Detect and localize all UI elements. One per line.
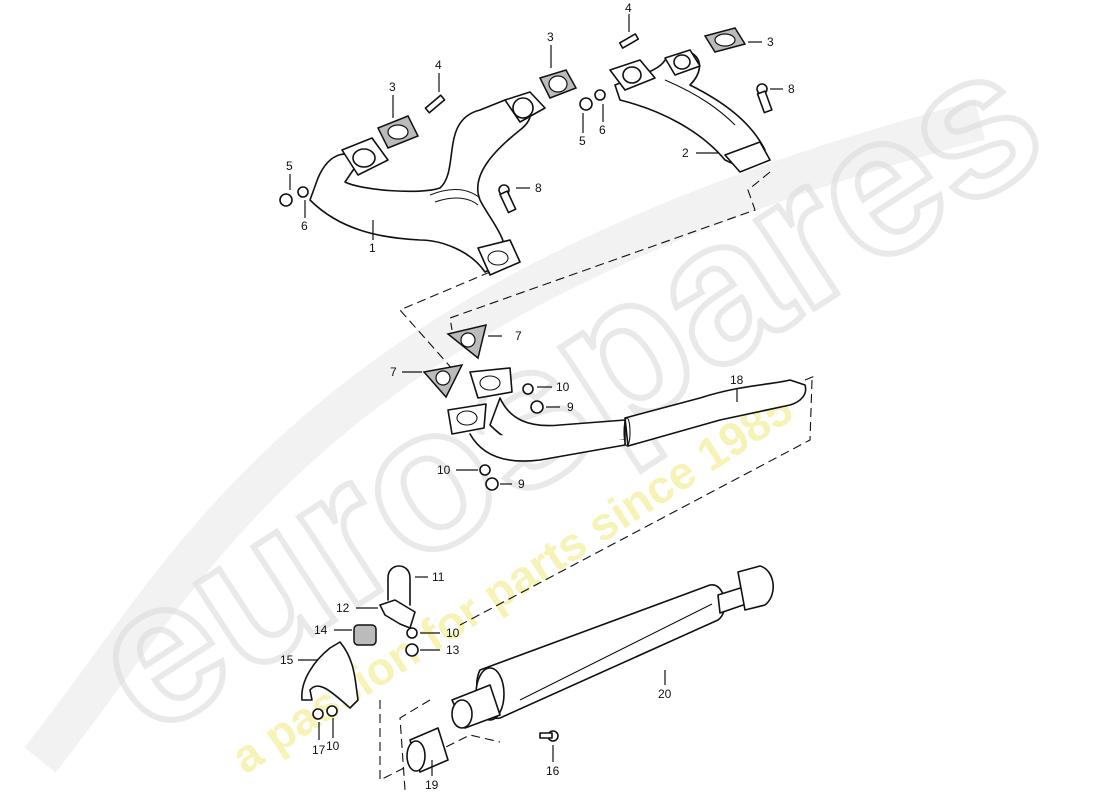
washer-6a	[297, 186, 309, 198]
callout-10c: 10	[446, 626, 460, 640]
callout-17: 17	[312, 743, 326, 757]
callout-9a: 9	[567, 400, 574, 414]
washer-6b	[594, 89, 606, 101]
callouts: 1 2 3 3 3 4 4 5 5 6 6 7 7 8 8 9 9 10	[280, 1, 795, 792]
callout-3a: 3	[389, 80, 396, 94]
callout-6b: 6	[599, 123, 606, 137]
callout-4b: 4	[625, 1, 632, 15]
stud-4a	[424, 94, 446, 114]
callout-12: 12	[336, 601, 350, 615]
callout-5b: 5	[579, 134, 586, 148]
bolt-16	[539, 730, 559, 742]
callout-20: 20	[658, 687, 672, 701]
bolt-8a	[498, 184, 517, 214]
gasket-7a	[446, 323, 488, 360]
gasket-3a	[376, 115, 420, 149]
callout-15: 15	[280, 653, 294, 667]
callout-1: 1	[369, 241, 376, 255]
callout-11: 11	[432, 570, 445, 584]
right-exhaust-manifold	[609, 49, 771, 173]
nut-9b	[485, 477, 499, 491]
washer-10b	[479, 464, 491, 476]
nut-5b	[579, 97, 593, 111]
bolt-8b	[756, 83, 773, 114]
nut-9a	[530, 400, 544, 414]
gasket-3b	[538, 69, 578, 99]
left-exhaust-manifold	[309, 91, 546, 276]
callout-10a: 10	[556, 380, 570, 394]
washer-10a	[522, 383, 534, 395]
tail-pipe-19	[406, 727, 449, 773]
silencer-20	[451, 565, 774, 729]
callout-10d: 10	[326, 739, 340, 753]
callout-10b: 10	[437, 463, 451, 477]
u-bolt-11	[387, 565, 411, 606]
callout-18: 18	[730, 373, 744, 387]
callout-9b: 9	[518, 477, 525, 491]
callout-7a: 7	[515, 329, 522, 343]
bracket-15	[301, 641, 359, 709]
callout-16: 16	[546, 764, 560, 778]
nut-13	[405, 643, 419, 657]
washer-10c	[406, 627, 418, 639]
stud-4b	[618, 33, 640, 49]
callout-7b: 7	[390, 365, 397, 379]
front-pipe-18	[447, 367, 807, 462]
callout-13: 13	[446, 643, 460, 657]
gasket-3c	[703, 27, 747, 53]
callout-4a: 4	[435, 58, 442, 72]
nut-17	[312, 708, 324, 720]
callout-8a: 8	[535, 181, 542, 195]
callout-6a: 6	[301, 219, 308, 233]
callout-8b: 8	[788, 82, 795, 96]
callout-3b: 3	[547, 30, 554, 44]
washer-10d	[326, 705, 338, 717]
rubber-mount-14	[353, 624, 377, 646]
callout-3c: 3	[767, 35, 774, 49]
nut-5a	[279, 193, 293, 207]
callout-2: 2	[682, 146, 689, 160]
callout-5a: 5	[286, 159, 293, 173]
gasket-7b	[422, 363, 464, 399]
callout-19: 19	[425, 778, 439, 792]
callout-14: 14	[314, 623, 328, 637]
